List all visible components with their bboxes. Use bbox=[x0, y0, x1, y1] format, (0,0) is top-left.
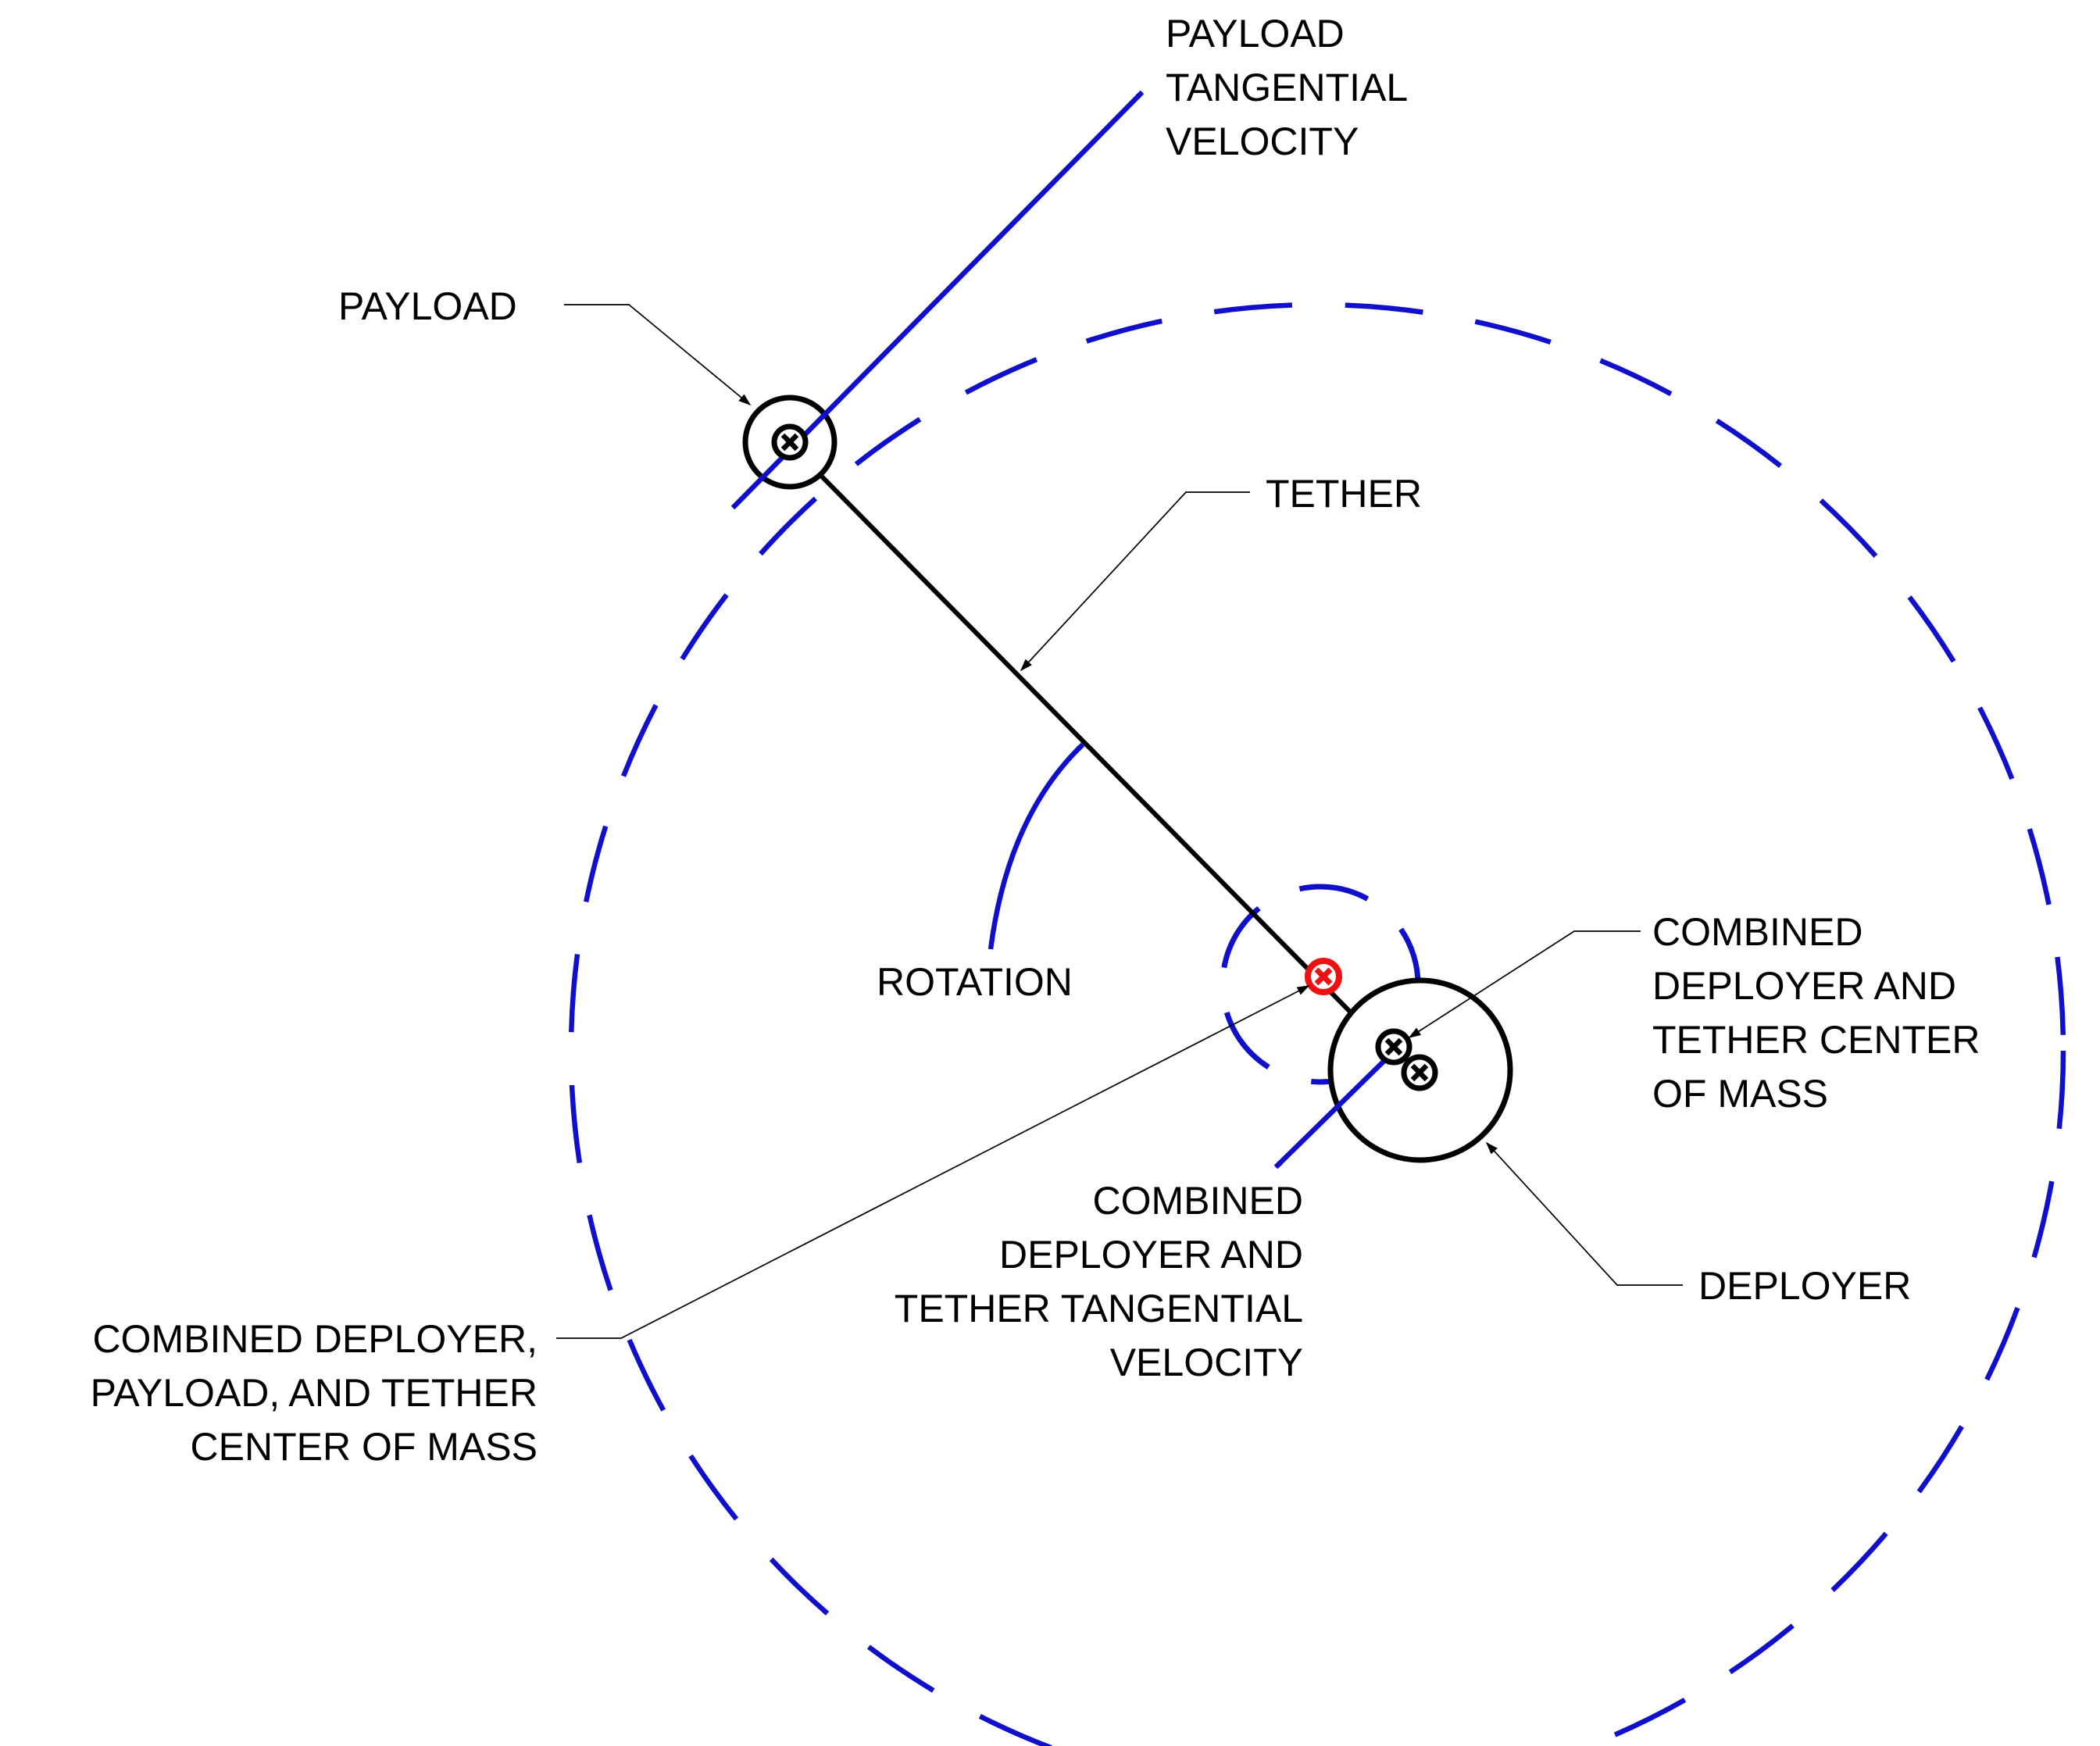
deployer-tether-velocity-line-4: VELOCITY bbox=[1109, 1341, 1303, 1384]
deployer-tether-com-line-3: TETHER CENTER bbox=[1652, 1018, 1980, 1062]
deployer-tether-velocity-line-1: COMBINED bbox=[1092, 1179, 1303, 1223]
deployer-tether-velocity-line-2: DEPLOYER AND bbox=[998, 1233, 1303, 1276]
rotation-arrow bbox=[988, 742, 1085, 950]
payload-velocity-line-1: PAYLOAD bbox=[1166, 12, 1345, 55]
deployer-tether-com-line-1: COMBINED bbox=[1652, 910, 1863, 954]
payload-velocity-line-2: TANGENTIAL bbox=[1166, 66, 1409, 109]
rotation-label: ROTATION bbox=[877, 960, 1073, 1004]
payload-center-icon bbox=[771, 423, 809, 461]
deployer-leader bbox=[1485, 1141, 1683, 1286]
deployer-tether-velocity-label: COMBINED DEPLOYER AND TETHER TANGENTIAL … bbox=[895, 1174, 1303, 1390]
deployer-velocity-arrow bbox=[1273, 1047, 1398, 1169]
deployer-tether-com-label: COMBINED DEPLOYER AND TETHER CENTER OF M… bbox=[1652, 905, 1980, 1121]
deployer-tether-velocity-line-3: TETHER TANGENTIAL bbox=[894, 1287, 1303, 1330]
tether-leader bbox=[1020, 491, 1250, 672]
payload-leader bbox=[564, 304, 752, 406]
tether-line bbox=[820, 474, 1354, 1016]
deployer-tether-center-icon bbox=[1375, 1028, 1412, 1066]
payload-label: PAYLOAD bbox=[338, 284, 517, 328]
payload-velocity-label: PAYLOAD TANGENTIAL VELOCITY bbox=[1166, 7, 1408, 169]
system-com-label: COMBINED DEPLOYER, PAYLOAD, AND TETHER C… bbox=[91, 1312, 538, 1474]
payload-velocity-line-3: VELOCITY bbox=[1166, 120, 1359, 163]
payload-orbit bbox=[569, 302, 2066, 1746]
system-com-leader bbox=[556, 985, 1310, 1339]
deployer-tether-com-line-4: OF MASS bbox=[1652, 1072, 1829, 1116]
system-com-line-1: COMBINED DEPLOYER, bbox=[92, 1317, 538, 1361]
system-com-line-3: CENTER OF MASS bbox=[190, 1425, 538, 1469]
deployer-label: DEPLOYER bbox=[1698, 1264, 1912, 1308]
deployer-tether-com-leader bbox=[1408, 930, 1641, 1038]
deployer-tether-com-line-2: DEPLOYER AND bbox=[1652, 964, 1957, 1008]
system-center-icon bbox=[1305, 958, 1342, 995]
tether-label: TETHER bbox=[1266, 472, 1422, 516]
system-com-line-2: PAYLOAD, AND TETHER bbox=[90, 1371, 538, 1415]
deployer-center-icon bbox=[1401, 1054, 1438, 1091]
